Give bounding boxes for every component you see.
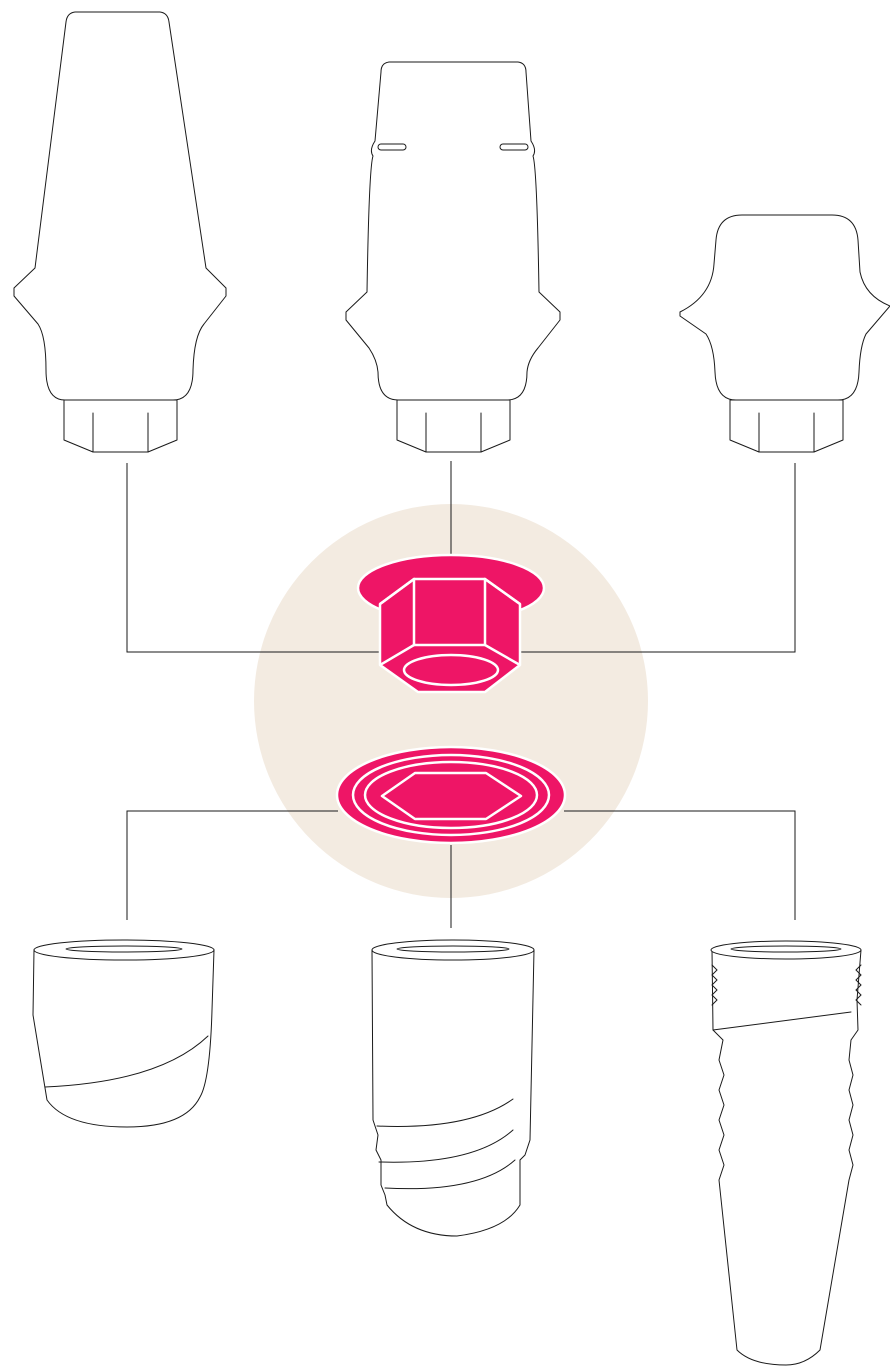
slotted-abutment-icon [346,62,560,452]
threaded-medium-implant-icon [372,940,534,1236]
long-tapered-implant-icon [711,941,861,1365]
short-wide-implant-icon [33,940,214,1127]
short-abutment-icon [680,215,890,452]
hex-socket-icon [337,747,565,843]
tall-tapered-abutment-icon [14,12,226,452]
